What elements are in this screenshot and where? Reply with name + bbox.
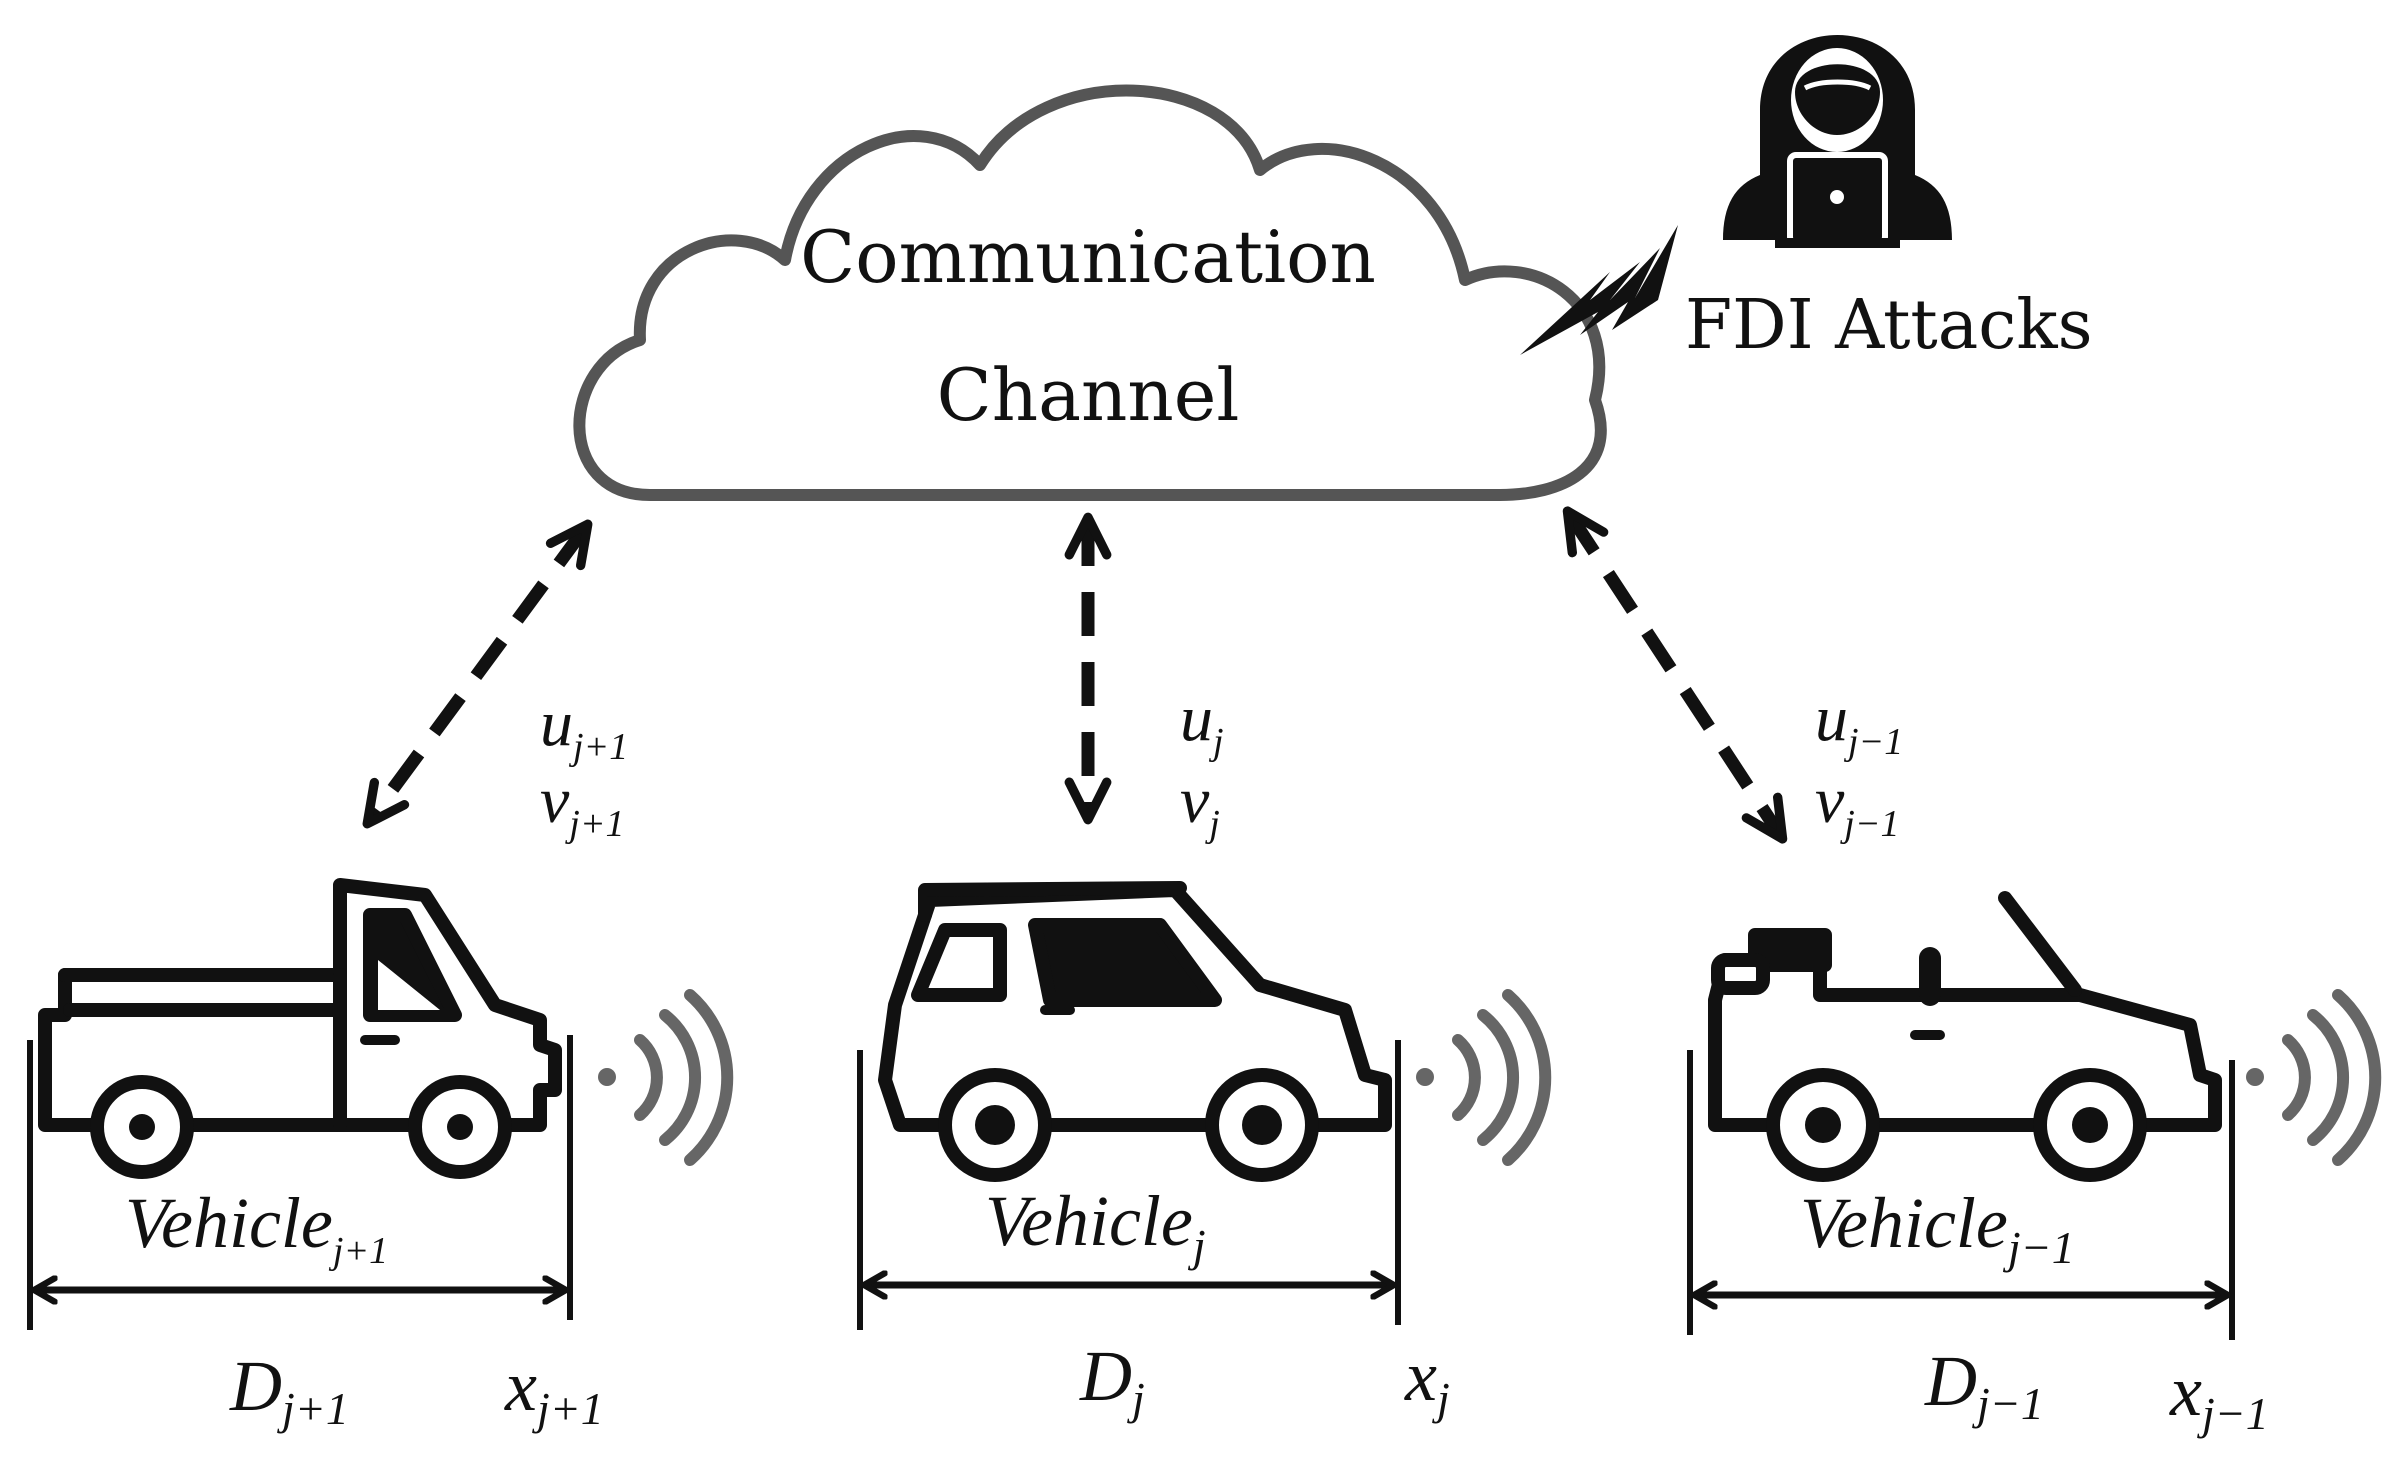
- link-vehicle-j+1: [362, 519, 593, 829]
- vehicle-j+1-annotation: Vehiclej+1 Dj+1 xj+1: [27, 1035, 604, 1434]
- v-subscript: j−1: [1839, 803, 1899, 845]
- cloud-title-line2: Channel: [937, 353, 1240, 437]
- vehicle-j-1-annotation: Vehiclej−1 Dj−1 xj−1: [1687, 1050, 2269, 1439]
- lightning-icon: [1520, 225, 1678, 355]
- wireless-signal-icon: [2246, 989, 2382, 1166]
- u-label: u: [540, 687, 573, 760]
- length-label: Dj−1: [1924, 1341, 2044, 1429]
- u-label: u: [1180, 682, 1213, 755]
- svg-text:vj+1: vj+1: [540, 764, 625, 845]
- cloud-title-line1: Communication: [800, 215, 1376, 299]
- svg-text:uj−1: uj−1: [1815, 682, 1903, 763]
- signals-vehicle-j-1: uj−1 vj−1: [1815, 682, 1903, 845]
- svg-text:uj: uj: [1180, 682, 1224, 763]
- communication-links: [362, 506, 1788, 844]
- position-label: xj: [1404, 1336, 1450, 1424]
- link-vehicle-j-1: [1562, 506, 1788, 844]
- position-label: xj−1: [2169, 1351, 2269, 1439]
- suv-car-icon: [878, 881, 1392, 1182]
- svg-text:vj: vj: [1180, 764, 1220, 845]
- position-label: xj+1: [504, 1346, 604, 1434]
- svg-text:vj−1: vj−1: [1815, 764, 1900, 845]
- v-label: v: [540, 764, 570, 837]
- communication-channel-cloud: Communication Channel: [573, 84, 1607, 501]
- wireless-signal-icon: [1416, 989, 1552, 1166]
- wireless-signal-icon: [598, 989, 734, 1166]
- vehicle-label: Vehiclej−1: [1800, 1183, 2075, 1273]
- v-label: v: [1815, 764, 1845, 837]
- vehicle-label: Vehiclej: [985, 1181, 1206, 1271]
- length-label: Dj+1: [229, 1346, 349, 1434]
- length-label: Dj: [1079, 1336, 1145, 1424]
- convertible-car-icon: [1708, 891, 2222, 1182]
- u-label: u: [1815, 682, 1848, 755]
- u-subscript: j−1: [1843, 721, 1903, 763]
- vehicle-j-annotation: Vehiclej Dj xj: [857, 1040, 1450, 1424]
- vehicle-label: Vehiclej+1: [125, 1183, 388, 1272]
- svg-text:uj+1: uj+1: [540, 687, 628, 768]
- v-label: v: [1180, 764, 1210, 837]
- v-subscript: j+1: [564, 803, 624, 845]
- signals-vehicle-j+1: uj+1 vj+1: [540, 687, 628, 845]
- hacker-icon: [1723, 35, 1952, 248]
- signals-vehicle-j: uj vj: [1180, 682, 1224, 845]
- fdi-attacks-label: FDI Attacks: [1685, 286, 2092, 365]
- pickup-truck-icon: [38, 878, 562, 1179]
- u-subscript: j+1: [568, 726, 628, 768]
